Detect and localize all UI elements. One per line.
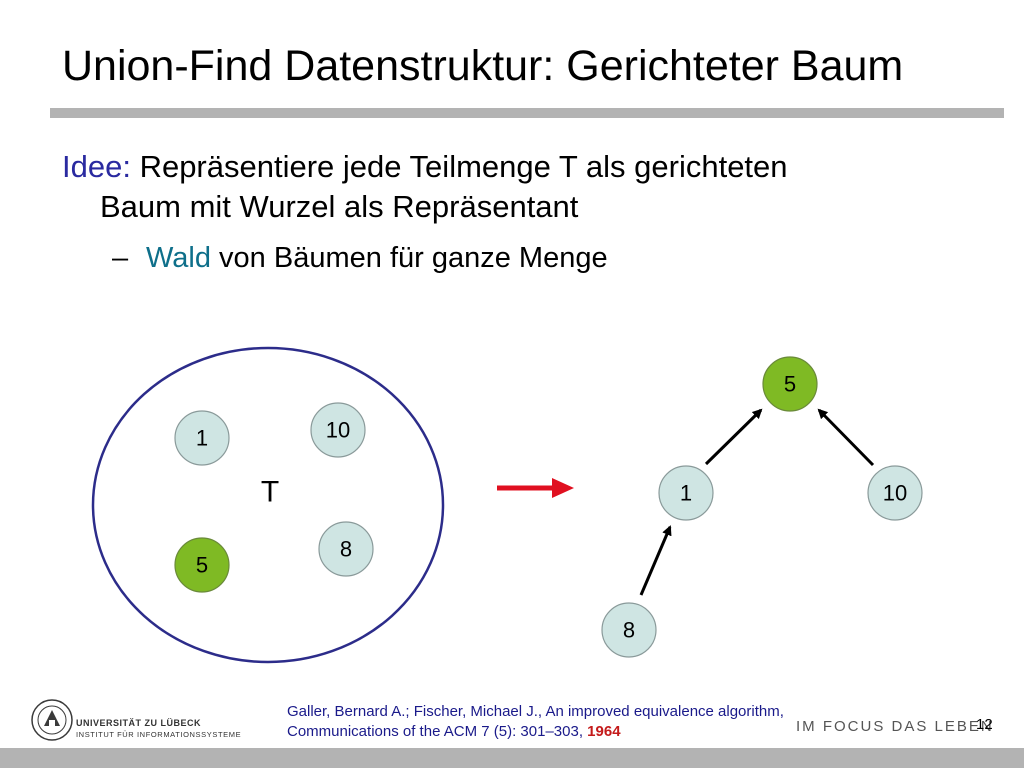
slide-title: Union-Find Datenstruktur: Gerichteter Ba…: [62, 42, 904, 90]
set-node-1-circle: [174, 410, 230, 466]
set-ellipse: [91, 346, 445, 664]
reference-year: 1964: [587, 723, 621, 740]
set-node-1: 1: [174, 410, 230, 466]
tree-node-1: 1: [658, 465, 714, 521]
university-seal-icon: [31, 699, 73, 741]
set-node-5-label: 5: [196, 553, 208, 578]
set-node-10-label: 10: [326, 418, 350, 443]
edge-1-to-5: [704, 408, 763, 466]
page-number: 12: [976, 716, 993, 733]
set-node-5-circle: [174, 537, 230, 593]
footer-bar: [0, 748, 1024, 768]
tree-node-5-circle: [762, 356, 818, 412]
bullet-forest-text: von Bäumen für ganze Menge: [211, 242, 608, 274]
tree-node-10-label: 10: [883, 481, 907, 506]
reference-text: Galler, Bernard A.; Fischer, Michael J.,…: [287, 703, 784, 740]
set-node-1-label: 1: [196, 426, 208, 451]
bullet-idea-line2: Baum mit Wurzel als Repräsentant: [100, 189, 579, 224]
tree-node-5-label: 5: [784, 372, 796, 397]
set-node-8-circle: [318, 521, 374, 577]
transform-arrow: [497, 478, 574, 498]
bullet-forest-highlight: Wald: [146, 242, 211, 274]
tree-node-8: 8: [601, 602, 657, 658]
set-node-10: 10: [310, 402, 366, 458]
set-node-8: 8: [318, 521, 374, 577]
tree-node-1-label: 1: [680, 481, 692, 506]
edge-10-to-5: [817, 408, 875, 467]
set-node-8-label: 8: [340, 537, 352, 562]
institute-name: INSTITUT FÜR INFORMATIONSSYSTEME: [76, 730, 242, 739]
edge-8-to-1: [639, 525, 672, 596]
bullet-dash: –: [112, 242, 129, 274]
tree-node-8-label: 8: [623, 618, 635, 643]
set-node-5: 5: [174, 537, 230, 593]
bullet-idea-line1: Repräsentiere jede Teilmenge T als geric…: [130, 149, 788, 184]
bullet-forest: –Wald von Bäumen für ganze Menge: [112, 240, 608, 276]
tree-node-8-circle: [601, 602, 657, 658]
tree-node-1-circle: [658, 465, 714, 521]
university-name: UNIVERSITÄT ZU LÜBECK: [76, 718, 201, 728]
tree-node-5: 5: [762, 356, 818, 412]
reference-citation: Galler, Bernard A.; Fischer, Michael J.,…: [287, 702, 787, 742]
tree-node-10: 10: [867, 465, 923, 521]
transform-arrow-head: [552, 478, 574, 498]
set-label: T: [261, 476, 279, 509]
bullet-idea-lead: Idee:: [62, 149, 131, 184]
title-divider: [50, 108, 1004, 118]
tree-node-10-circle: [867, 465, 923, 521]
set-node-10-circle: [310, 402, 366, 458]
footer-slogan: IM FOCUS DAS LEBEN: [796, 718, 994, 735]
bullet-idea: Idee: Repräsentiere jede Teilmenge T als…: [62, 147, 982, 227]
